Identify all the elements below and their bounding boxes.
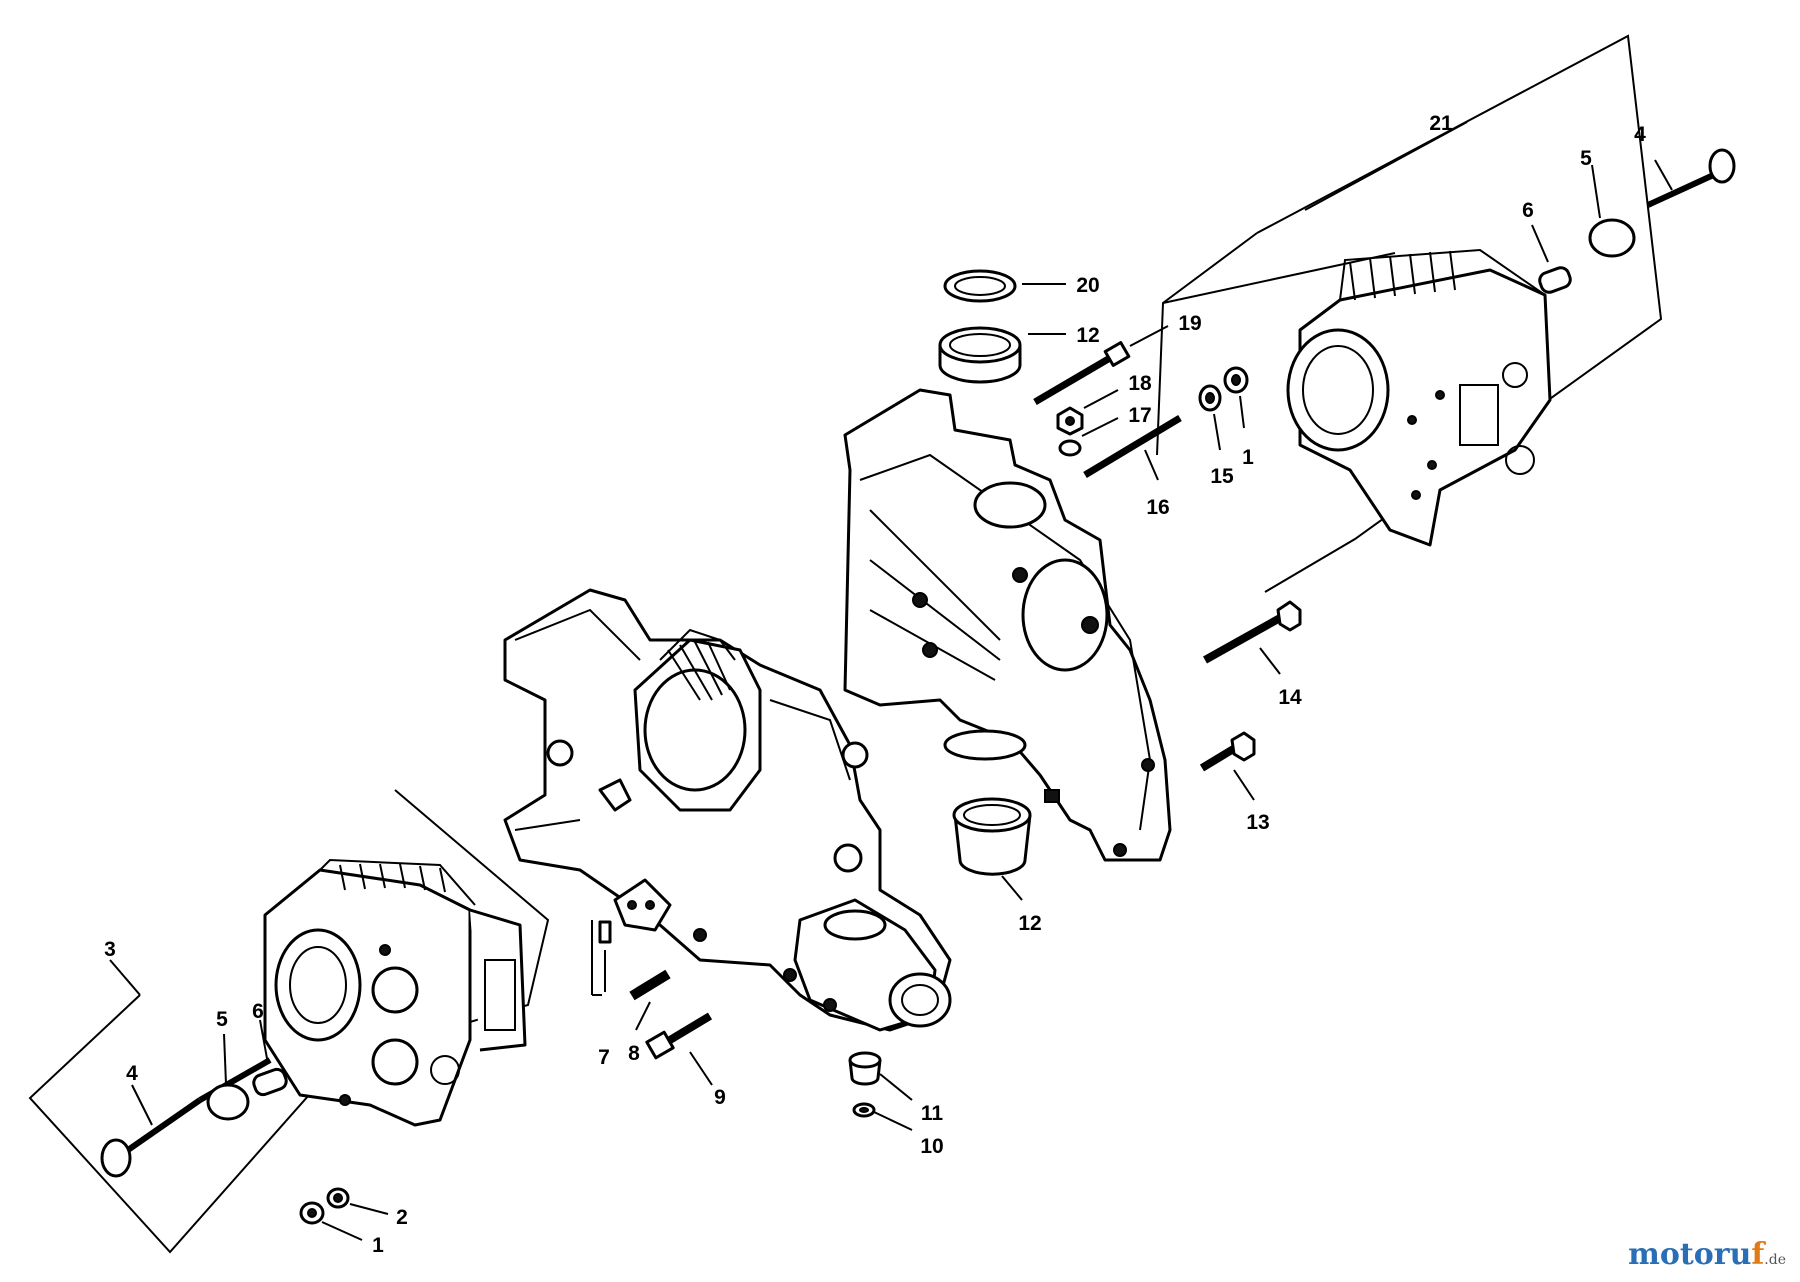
callout-7: 7 bbox=[598, 1046, 610, 1069]
callout-17: 17 bbox=[1128, 404, 1151, 427]
callout-4b: 4 bbox=[126, 1062, 138, 1085]
crankcase-half-rear bbox=[843, 388, 1172, 862]
callout-6b: 6 bbox=[252, 1000, 264, 1023]
crankcase-half-front bbox=[503, 588, 952, 1032]
callout-1b: 1 bbox=[372, 1234, 384, 1257]
dowel-pin-7 bbox=[591, 920, 612, 996]
bearing-12-top bbox=[938, 326, 1022, 384]
cylinder-head-right bbox=[1286, 248, 1552, 547]
callout-13: 13 bbox=[1246, 811, 1269, 834]
nut-18 bbox=[1056, 406, 1084, 436]
valve-seat-right bbox=[1588, 218, 1636, 258]
callout-19: 19 bbox=[1178, 312, 1201, 335]
valve-left bbox=[100, 1057, 272, 1178]
callout-15: 15 bbox=[1210, 465, 1234, 488]
callout-6: 6 bbox=[1522, 199, 1534, 222]
watermark-logo: motoruf.de bbox=[1628, 1237, 1786, 1272]
callout-21: 21 bbox=[1429, 112, 1453, 135]
callout-11: 11 bbox=[921, 1102, 944, 1125]
callout-3: 3 bbox=[104, 938, 116, 961]
cylinder-head-right-group bbox=[1156, 34, 1736, 593]
valve-guide-right bbox=[1538, 266, 1572, 294]
washer-2 bbox=[326, 1187, 350, 1209]
plug-11 bbox=[848, 1051, 882, 1086]
bolt-14 bbox=[1203, 600, 1302, 664]
callout-20: 20 bbox=[1076, 274, 1099, 297]
callout-5b: 5 bbox=[216, 1008, 228, 1031]
watermark-main: motoru bbox=[1628, 1237, 1752, 1272]
watermark-accent: f bbox=[1751, 1237, 1765, 1272]
stud-16 bbox=[1083, 414, 1182, 479]
callout-labels: 21 4 5 6 20 12 19 18 17 1 15 16 14 13 12… bbox=[104, 112, 1646, 1257]
callout-10: 10 bbox=[920, 1135, 943, 1158]
callout-9: 9 bbox=[714, 1086, 726, 1109]
nut-1-top bbox=[1223, 366, 1249, 394]
callout-18: 18 bbox=[1128, 372, 1152, 395]
bolt-9 bbox=[645, 1012, 713, 1060]
stud-8 bbox=[629, 969, 671, 1001]
cylinder-head-left-group bbox=[28, 789, 550, 1254]
callout-4: 4 bbox=[1634, 123, 1646, 146]
seal-20 bbox=[943, 269, 1017, 303]
cylinder-head-left bbox=[263, 858, 527, 1127]
valve-guide-left bbox=[252, 1067, 288, 1097]
callout-5: 5 bbox=[1580, 147, 1592, 170]
callout-12: 12 bbox=[1076, 324, 1099, 347]
nut-1-bottom bbox=[299, 1201, 325, 1225]
callout-1: 1 bbox=[1242, 446, 1254, 469]
stud-19 bbox=[1033, 341, 1131, 406]
washer-10 bbox=[852, 1102, 876, 1118]
callout-8: 8 bbox=[628, 1042, 640, 1065]
callout-2: 2 bbox=[396, 1206, 408, 1229]
callout-16: 16 bbox=[1146, 496, 1169, 519]
leader-lines bbox=[321, 283, 1281, 1241]
watermark-suffix: .de bbox=[1764, 1252, 1786, 1268]
valve-seat-left bbox=[206, 1083, 250, 1121]
callout-14: 14 bbox=[1278, 686, 1302, 709]
bearing-12-bottom bbox=[952, 797, 1032, 876]
callout-12b: 12 bbox=[1018, 912, 1041, 935]
valve-right bbox=[1646, 148, 1736, 208]
washer-17 bbox=[1058, 439, 1082, 457]
washer-15 bbox=[1198, 384, 1222, 412]
bolt-13 bbox=[1199, 731, 1256, 772]
